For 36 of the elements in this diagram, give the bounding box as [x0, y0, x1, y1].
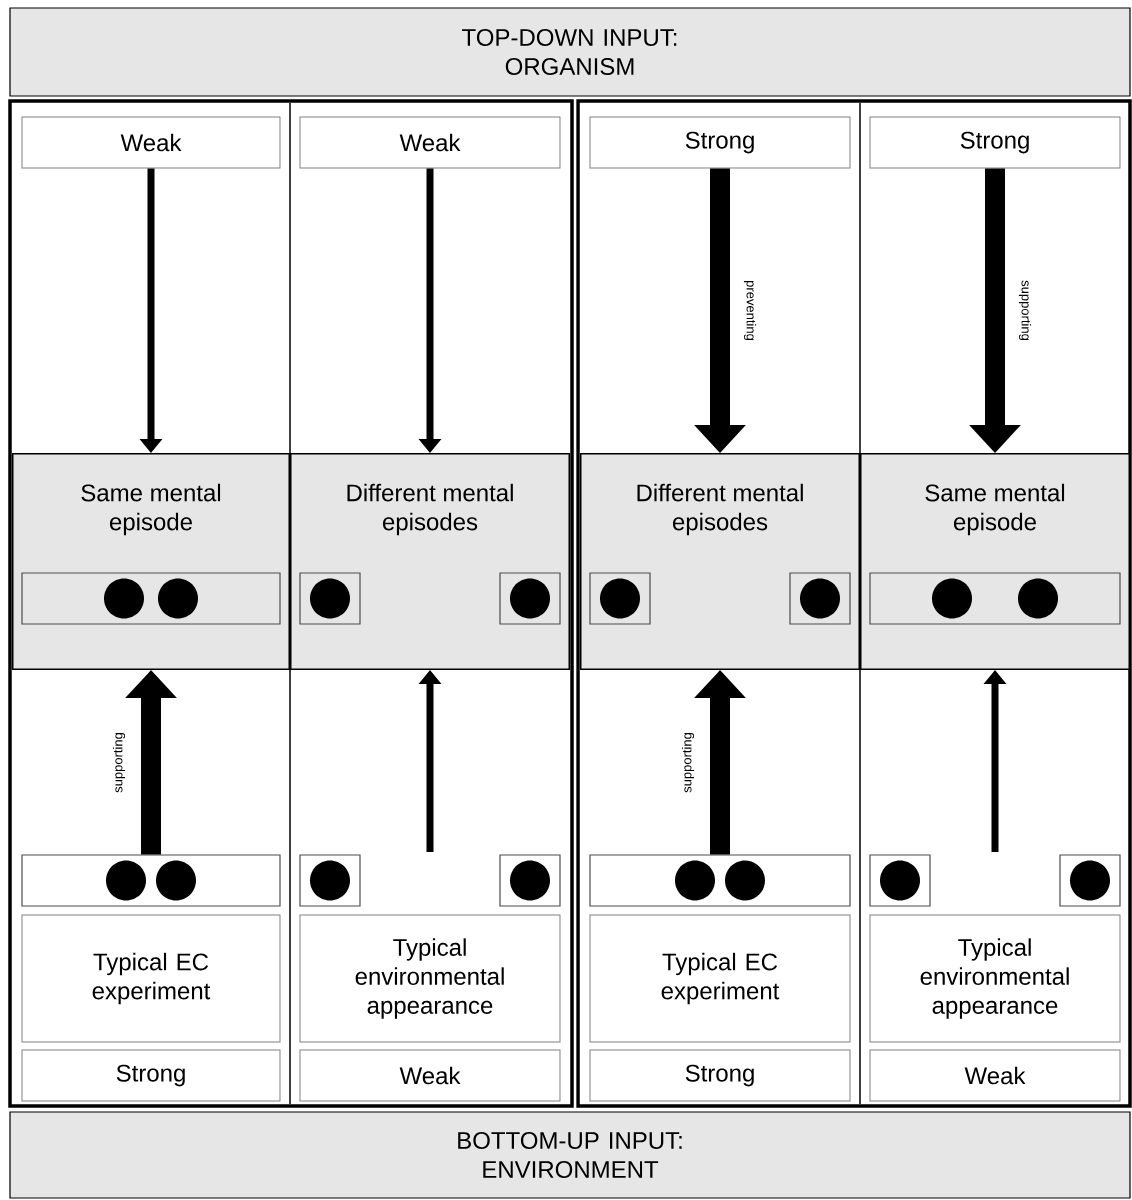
- input-band: BOTTOM-UP INPUT: ENVIRONMENT: [9, 1111, 1131, 1199]
- dot-box: [869, 854, 931, 907]
- edge-label: supporting: [111, 731, 127, 794]
- stimulus-box: Typical EC experiment: [589, 914, 851, 1043]
- strength-box: Weak: [299, 1049, 561, 1102]
- strength-box: Strong: [21, 1049, 281, 1102]
- episode-cell: Same mental episode: [12, 453, 290, 670]
- stimulus-box: Typical environmental appearance: [869, 914, 1121, 1043]
- panel-frame: [8, 99, 574, 1108]
- strength-box: Weak: [299, 116, 561, 169]
- dot-bar: [21, 854, 281, 907]
- episode-cell: Different mental episodes: [290, 453, 570, 670]
- dot-box: [1059, 854, 1121, 907]
- dot-bar: [869, 572, 1121, 625]
- dot-bar: [21, 572, 281, 625]
- dot-bar: [589, 854, 851, 907]
- edge-label: preventing: [742, 279, 758, 342]
- dot-box: [789, 572, 851, 625]
- dot-box: [589, 572, 651, 625]
- edge-label: supporting: [1017, 279, 1033, 342]
- strength-box: Weak: [869, 1049, 1121, 1102]
- episode-cell: Same mental episode: [860, 453, 1130, 670]
- edge-label: supporting: [680, 731, 696, 794]
- stimulus-box: Typical EC experiment: [21, 914, 281, 1043]
- stimulus-box: Typical environmental appearance: [299, 914, 561, 1043]
- strength-box: Strong: [869, 116, 1121, 169]
- dot-box: [299, 572, 361, 625]
- input-band: TOP-DOWN INPUT: ORGANISM: [9, 7, 1131, 97]
- dot-box: [499, 572, 561, 625]
- dot-box: [299, 854, 361, 907]
- strength-box: Strong: [589, 116, 851, 169]
- strength-box: Strong: [589, 1049, 851, 1102]
- dot-box: [499, 854, 561, 907]
- panel-frame: [576, 99, 1132, 1108]
- strength-box: Weak: [21, 116, 281, 169]
- episode-cell: Different mental episodes: [580, 453, 860, 670]
